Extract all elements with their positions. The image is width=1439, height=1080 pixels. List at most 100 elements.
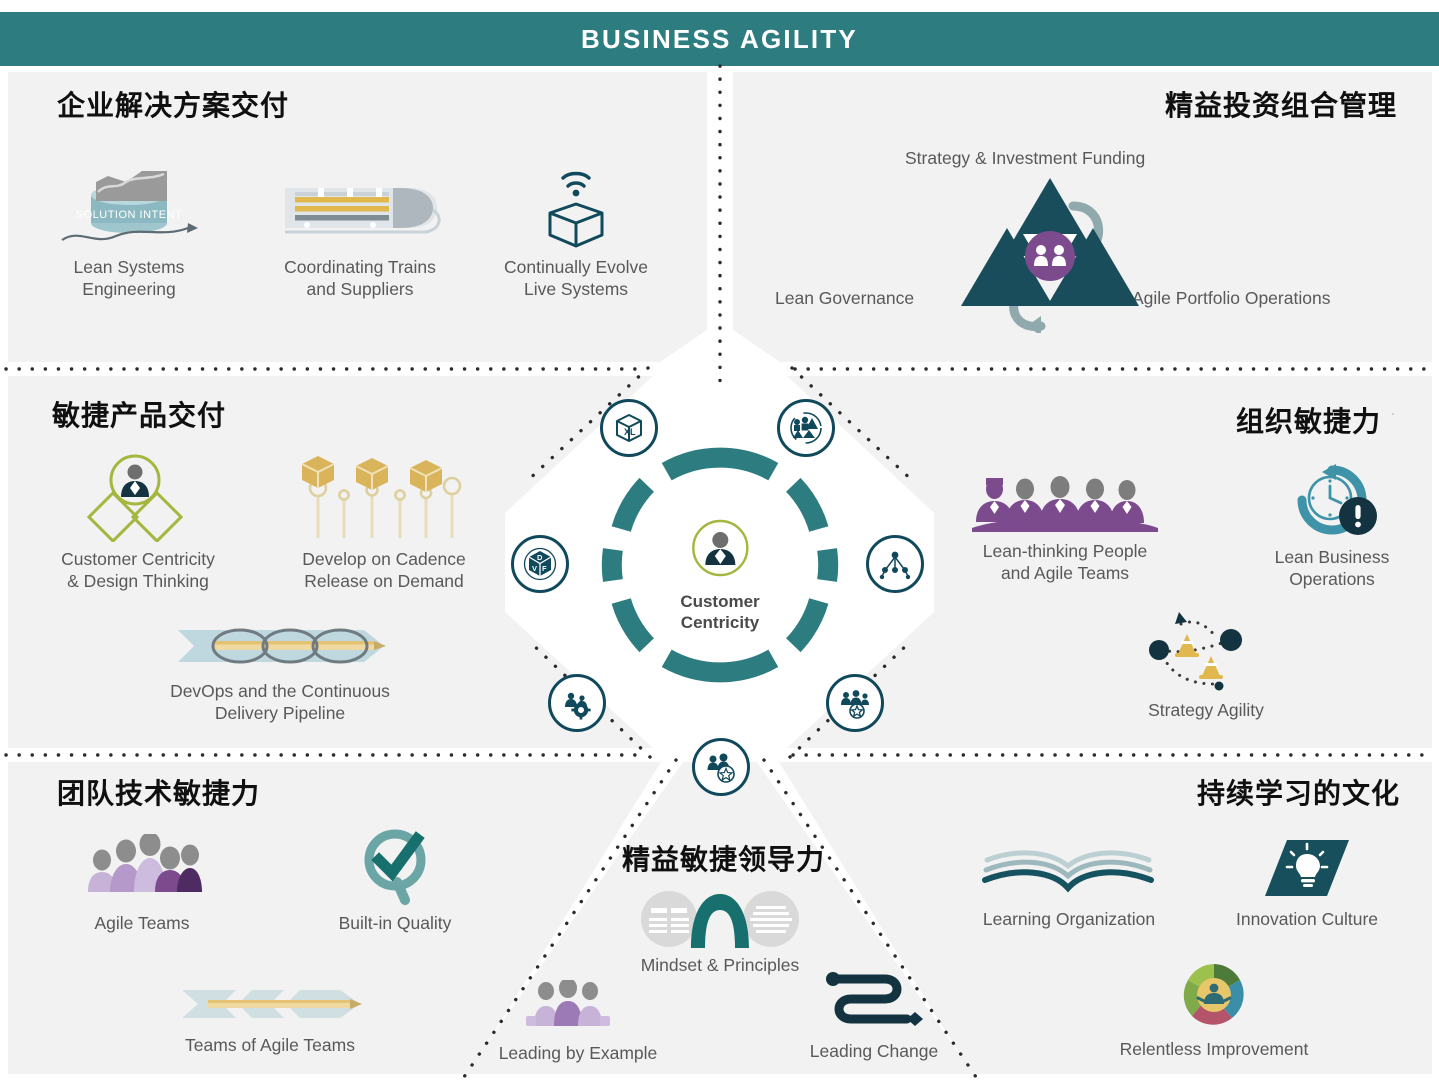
- page-title: BUSINESS AGILITY: [581, 23, 858, 54]
- cadence-pins-icon: [301, 456, 462, 538]
- item-strategy-agility[interactable]: Strategy Agility: [1122, 598, 1290, 721]
- panel-continuous-learning-culture: [779, 762, 1432, 1074]
- leaders-globe-icon: [707, 753, 735, 783]
- item-label: Coordinating Trains and Suppliers: [284, 257, 436, 300]
- cone-icon: [1175, 634, 1223, 679]
- heading-enterprise-solution-delivery: 企业解决方案交付: [57, 89, 290, 122]
- clock-exclamation-icon: [1297, 464, 1377, 535]
- badge-team-technical-agility[interactable]: [548, 674, 606, 732]
- item-label: Lean-thinking People and Agile Teams: [982, 541, 1148, 584]
- heading-continuous-learning-culture: 持续学习的文化: [1197, 777, 1401, 810]
- panel-agile-product-delivery: [8, 376, 653, 748]
- network-nodes-icon: [879, 551, 911, 580]
- hub-segmented-ring: [601, 447, 839, 683]
- improvement-cycle-icon: [1183, 964, 1244, 1025]
- item-coordinating-trains-and-suppliers[interactable]: Coordinating Trains and Suppliers: [272, 168, 448, 301]
- heading-organizational-agility: 组织敏捷力: [1236, 405, 1382, 438]
- header-bar: BUSINESS AGILITY: [0, 12, 1439, 66]
- item-customer-centricity-design-thinking[interactable]: Customer Centricity & Design Thinking: [48, 452, 228, 593]
- item-label: Relentless Improvement: [1119, 1039, 1309, 1059]
- lean-thinking-people-icon: [972, 476, 1158, 532]
- svg-text:SOLUTION INTENT: SOLUTION INTENT: [76, 209, 183, 221]
- portfolio-people-triangle-icon: [790, 412, 822, 444]
- item-continually-evolve-live-systems[interactable]: Continually Evolve Live Systems: [496, 160, 656, 301]
- item-agile-teams[interactable]: Agile Teams: [62, 834, 222, 934]
- item-label: DevOps and the Continuous Delivery Pipel…: [170, 681, 390, 724]
- mindset-head-icon: [641, 891, 799, 948]
- gear-team-icon: [565, 692, 591, 720]
- open-book-icon: [982, 850, 1154, 893]
- item-built-in-quality[interactable]: Built-in Quality: [320, 826, 470, 934]
- dvf-cube-icon: D V F: [523, 547, 557, 581]
- svg-text:XL: XL: [624, 427, 636, 437]
- hub-label: Customer Centricity: [680, 592, 760, 633]
- hub: Customer Centricity: [555, 400, 885, 730]
- panel-lean-portfolio-management: [733, 72, 1432, 362]
- item-lean-thinking-people-and-agile-teams[interactable]: Lean-thinking People and Agile Teams: [972, 470, 1158, 585]
- item-label: Leading by Example: [498, 1043, 658, 1063]
- agile-teams-people-icon: [88, 834, 202, 892]
- label-agile-portfolio-operations: Agile Portfolio Operations: [1132, 288, 1331, 308]
- badge-continuous-learning-culture[interactable]: [826, 674, 884, 732]
- item-devops-continuous-delivery-pipeline[interactable]: DevOps and the Continuous Delivery Pipel…: [150, 618, 410, 725]
- item-mindset-and-principles[interactable]: Mindset & Principles: [632, 890, 808, 976]
- badge-lean-agile-leadership[interactable]: [692, 738, 750, 796]
- item-label: Strategy Agility: [1148, 700, 1264, 720]
- item-label: Customer Centricity & Design Thinking: [61, 549, 215, 592]
- item-label: Continually Evolve Live Systems: [504, 257, 648, 300]
- lightbulb-parallelogram-icon: [1265, 840, 1349, 896]
- panel-team-and-technical-agility: [8, 762, 661, 1074]
- label-lean-governance: Lean Governance: [775, 288, 915, 308]
- label-strategy-investment-funding: Strategy & Investment Funding: [905, 148, 1146, 168]
- item-label: Leading Change: [809, 1041, 939, 1061]
- quality-check-q-icon: [364, 829, 426, 905]
- item-label: Agile Teams: [94, 913, 190, 933]
- leading-change-path-icon: [826, 972, 923, 1026]
- customer-centricity-diamonds-icon: [86, 454, 184, 542]
- item-lean-business-operations[interactable]: Lean Business Operations: [1252, 462, 1412, 591]
- heading-agile-product-delivery: 敏捷产品交付: [52, 399, 227, 432]
- heading-lean-portfolio-management: 精益投资组合管理: [1165, 89, 1398, 122]
- live-systems-box-icon: [548, 171, 604, 248]
- item-label: Develop on Cadence Release on Demand: [302, 549, 466, 592]
- heading-lean-agile-leadership: 精益敏捷领导力: [622, 843, 826, 876]
- panel-organizational-agility: [787, 376, 1432, 748]
- item-learning-organization[interactable]: Learning Organization: [972, 842, 1166, 930]
- badge-agile-product-delivery[interactable]: D V F: [511, 535, 569, 593]
- package-icon: [301, 456, 443, 492]
- train-suppliers-icon: [285, 188, 441, 234]
- svg-text:F: F: [542, 564, 547, 573]
- item-leading-by-example[interactable]: Leading by Example: [488, 980, 668, 1064]
- lpm-triangles-icon[interactable]: [955, 168, 1145, 333]
- item-label: Lean Business Operations: [1274, 547, 1390, 590]
- item-leading-change[interactable]: Leading Change: [800, 968, 948, 1062]
- item-label: Built-in Quality: [338, 913, 452, 933]
- strategy-path-cones-icon: [1149, 612, 1242, 691]
- decorative-artifact: ': [1392, 412, 1394, 423]
- item-label: Teams of Agile Teams: [185, 1035, 355, 1055]
- badge-lean-portfolio-management[interactable]: [777, 399, 835, 457]
- people-star-icon: [841, 690, 869, 719]
- person-in-circle-icon: [691, 519, 749, 577]
- devops-pipeline-icon: [178, 628, 386, 664]
- xl-box-icon: XL: [616, 414, 642, 442]
- item-innovation-culture[interactable]: Innovation Culture: [1232, 836, 1382, 930]
- teams-of-teams-arrow-icon: [182, 990, 362, 1018]
- badge-enterprise-solution-delivery[interactable]: XL: [600, 399, 658, 457]
- badge-organizational-agility[interactable]: [866, 535, 924, 593]
- hub-core: Customer Centricity: [680, 518, 760, 634]
- item-label: Lean Systems Engineering: [73, 257, 185, 300]
- solution-intent-icon: SOLUTION INTENT: [61, 171, 198, 241]
- svg-text:D: D: [537, 553, 543, 562]
- item-teams-of-agile-teams[interactable]: Teams of Agile Teams: [158, 980, 382, 1056]
- item-label: Innovation Culture: [1235, 909, 1379, 929]
- item-lean-systems-engineering[interactable]: SOLUTION INTENT Lean Systems Engineering: [45, 168, 213, 301]
- item-relentless-improvement[interactable]: Relentless Improvement: [1110, 958, 1318, 1060]
- leading-by-example-people-icon: [526, 980, 610, 1026]
- heading-team-and-technical-agility: 团队技术敏捷力: [57, 777, 261, 810]
- item-develop-on-cadence-release-on-demand[interactable]: Develop on Cadence Release on Demand: [292, 452, 476, 593]
- item-label: Mindset & Principles: [640, 955, 800, 975]
- svg-text:V: V: [532, 564, 537, 573]
